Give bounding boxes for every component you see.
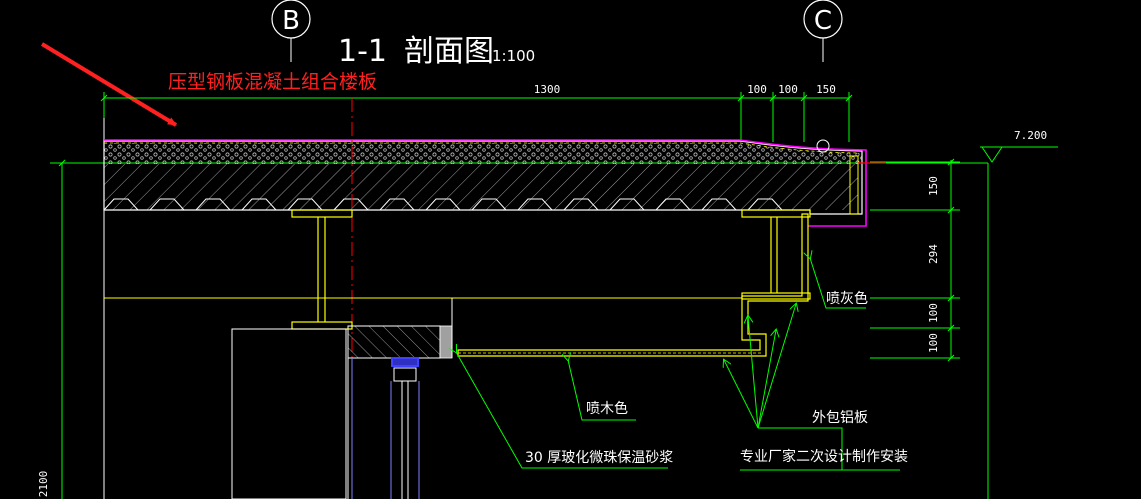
- elevation-mark: 7.200: [980, 129, 1058, 163]
- composite-slab: [103, 139, 867, 227]
- window-frame: [231, 328, 420, 499]
- leader-spray-grey: [810, 258, 866, 309]
- dim-right-150: 150: [927, 176, 940, 196]
- elevation-triangle-icon: [981, 146, 1003, 163]
- dim-top-100b: 100: [778, 83, 798, 96]
- section-title-name: 剖面图: [404, 34, 494, 69]
- note-spray-wood: 喷木色: [586, 400, 628, 417]
- dim-right-294: 294: [927, 244, 940, 264]
- grid-bubble-b: B: [271, 0, 311, 62]
- top-dimensions: [100, 92, 853, 142]
- dim-left-2100: 2100: [37, 471, 50, 498]
- insulation-mortar-block: [347, 298, 453, 359]
- note-spray-grey: 喷灰色: [826, 290, 868, 307]
- profiled-steel-deck: [103, 198, 808, 211]
- note-factory: 专业厂家二次设计制作安装: [740, 448, 908, 465]
- grid-label-c: C: [814, 6, 832, 36]
- right-dimensions: [870, 158, 960, 362]
- section-title: 1-1 剖面图 1:100: [338, 34, 535, 69]
- elevation-value: 7.200: [1014, 129, 1047, 142]
- leader-aluminum: [724, 304, 900, 471]
- note-aluminum: 外包铝板: [812, 410, 868, 426]
- drip-edge-icon: [816, 139, 830, 153]
- dim-top-150: 150: [816, 83, 836, 96]
- dim-top-100a: 100: [747, 83, 767, 96]
- steel-beam-right: [741, 209, 811, 300]
- note-insulation: 30 厚玻化微珠保温砂浆: [525, 450, 673, 466]
- steel-beam-left: [291, 209, 353, 330]
- leader-insulation: [456, 352, 668, 469]
- grid-bubble-c: C: [803, 0, 843, 62]
- aluminum-cladding: [457, 213, 809, 357]
- section-title-scale: 1:100: [492, 47, 535, 65]
- composite-slab-callout: 压型钢板混凝土组合楼板: [40, 42, 377, 127]
- leader-spray-wood: [568, 360, 636, 421]
- section-title-number: 1-1: [338, 34, 387, 69]
- dim-right-100a: 100: [927, 303, 940, 323]
- callout-text: 压型钢板混凝土组合楼板: [168, 71, 377, 93]
- dim-top-1300: 1300: [534, 83, 561, 96]
- callout-arrow-icon: [40, 42, 178, 127]
- dim-right-100b: 100: [927, 333, 940, 353]
- waterproof-membrane: [104, 139, 867, 227]
- grid-label-b: B: [282, 6, 300, 36]
- left-height-dimension: 2100: [37, 159, 104, 499]
